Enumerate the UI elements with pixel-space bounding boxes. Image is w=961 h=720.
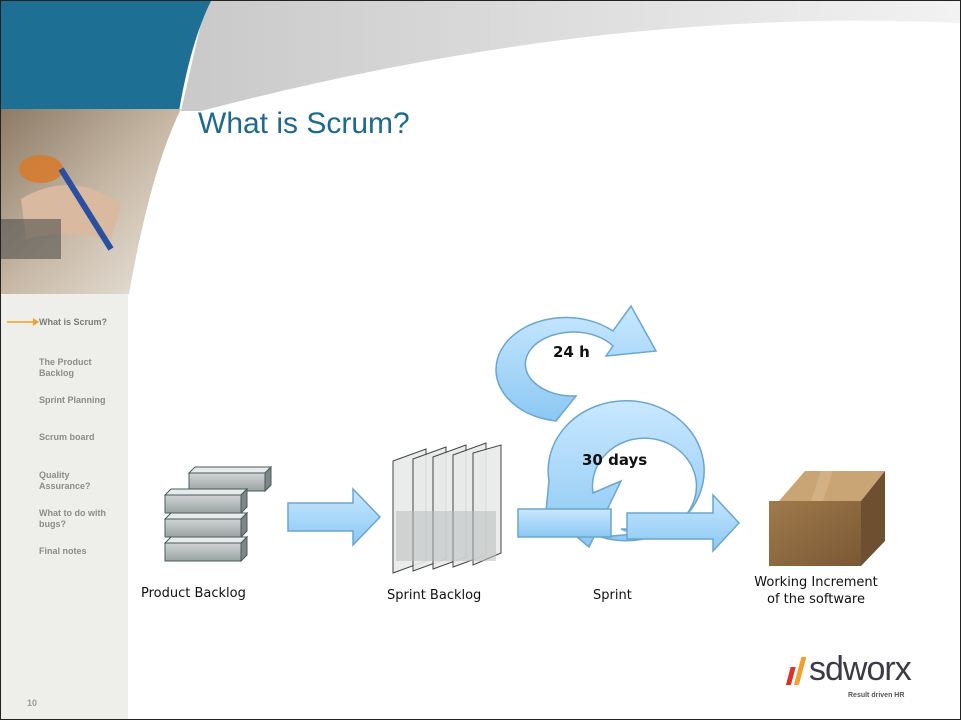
sprint-cycle-arrow xyxy=(517,400,705,549)
sprint-label: Sprint xyxy=(593,588,632,603)
increment-label-line1: Working Increment xyxy=(754,575,878,590)
sdworx-logo-mark xyxy=(785,657,807,685)
package-box-icon xyxy=(769,471,885,566)
sprint-backlog-icon xyxy=(392,442,502,574)
flow-arrow-2 xyxy=(626,493,741,553)
product-backlog-label: Product Backlog xyxy=(141,586,246,601)
increment-label-line2: of the software xyxy=(767,592,865,607)
nav-item-bugs[interactable]: What to do with bugs? xyxy=(39,508,106,529)
nav-item-product-backlog[interactable]: The Product Backlog xyxy=(39,357,92,378)
arrow-right-icon xyxy=(7,318,39,326)
nav-item-final-notes[interactable]: Final notes xyxy=(39,546,87,556)
scrum-diagram xyxy=(163,304,885,574)
slide-title: What is Scrum? xyxy=(198,107,410,140)
nav-item-sprint-planning[interactable]: Sprint Planning xyxy=(39,395,106,405)
daily-cycle-arrow xyxy=(495,304,658,422)
sprint-cycle-label: 30 days xyxy=(582,451,648,469)
nav-item-scrum-board[interactable]: Scrum board xyxy=(39,432,95,442)
header-photo xyxy=(1,109,181,294)
page-number: 10 xyxy=(27,698,38,708)
header-band xyxy=(1,1,960,111)
logo-tagline: Result driven HR xyxy=(848,692,905,699)
flow-arrow-1 xyxy=(287,487,382,547)
product-backlog-icon xyxy=(163,465,273,563)
nav-item-quality-assurance[interactable]: Quality Assurance? xyxy=(39,470,91,491)
daily-cycle-label: 24 h xyxy=(553,343,590,361)
sdworx-logo: sdworx xyxy=(809,650,912,688)
nav-item-what-is-scrum[interactable]: What is Scrum? xyxy=(39,317,108,327)
sprint-backlog-label: Sprint Backlog xyxy=(387,588,482,603)
